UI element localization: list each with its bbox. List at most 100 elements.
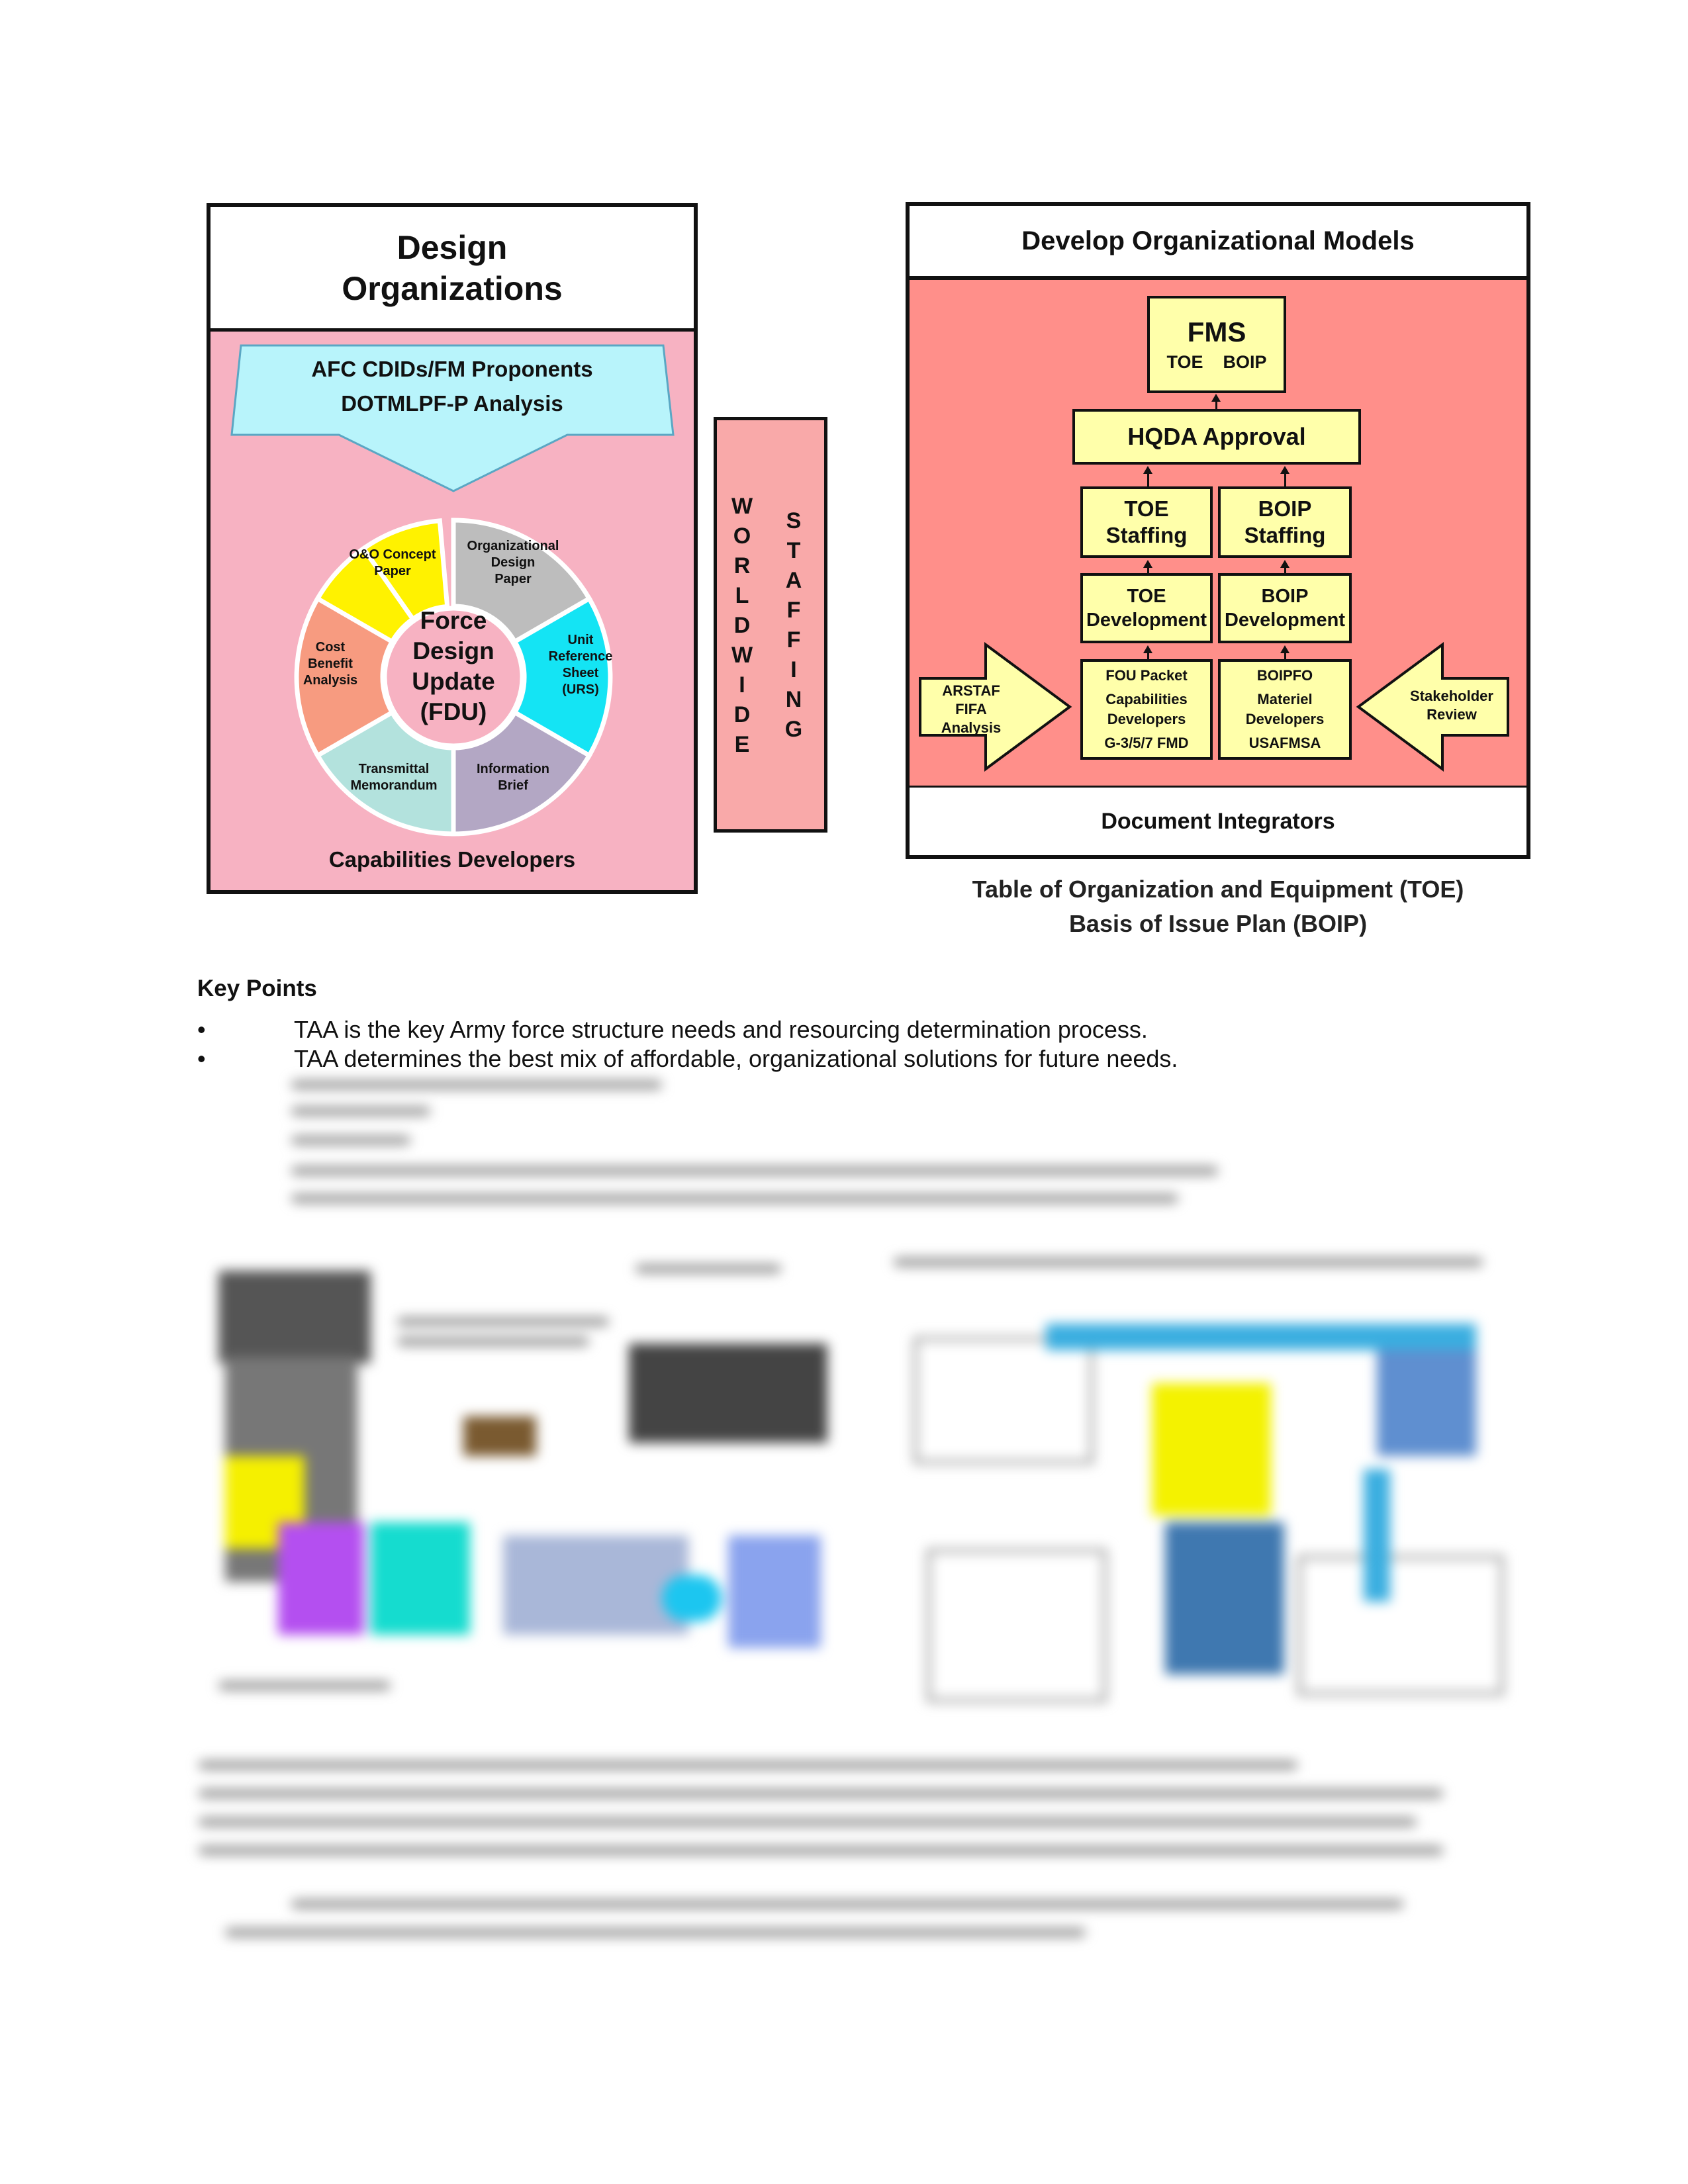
document-integrators-label: Document Integrators [1101,808,1335,834]
blurred-text-line [894,1257,1483,1267]
blurred-figure-block [1046,1324,1476,1350]
arrow-up-icon [1143,560,1152,568]
arrow-up-icon [1143,466,1152,474]
segment-urs-label-line: Unit [567,633,594,647]
segment-transmittal-label: Transmittal Memorandum [331,761,457,794]
connector [1147,651,1149,659]
blurred-text-line [291,1166,1218,1175]
blurred-text-line [397,1317,609,1326]
boipfo-line: Developers [1245,711,1325,727]
segment-urs-label-line: (URS) [562,682,599,697]
bullet-icon: • [197,1045,206,1072]
connector [1284,651,1286,659]
vertical-letter: N [785,687,802,712]
blurred-text-line [199,1760,1297,1770]
toe-development-line: TOE [1127,586,1166,607]
capabilities-developers-label: Capabilities Developers [328,847,576,872]
segment-info-label-line: Information [477,762,549,776]
afc-banner-line1: AFC CDIDs/FM Proponents [311,357,593,381]
segment-info-label-line: Brief [498,778,528,793]
blurred-text-line [291,1080,662,1089]
connector [1284,566,1286,574]
blurred-figure-block [463,1416,536,1456]
segment-transmittal-label-line: Memorandum [350,778,438,793]
key-point-text: TAA is the key Army force structure need… [294,1016,1148,1043]
bullet-icon: • [197,1016,206,1043]
segment-org-label-line: Organizational [467,539,559,553]
arstaf-label: ARSTAF FIFA Analysis [921,682,1021,737]
blurred-figure-block [662,1575,722,1621]
blurred-text-line [199,1846,1443,1855]
fdu-center-line4: (FDU) [420,698,487,725]
segment-oo-label-line: Paper [374,564,411,578]
arrow-up-icon [1211,394,1221,402]
stakeholder-label: Stakeholder Review [1395,687,1508,724]
blurred-text-line [225,1928,1086,1937]
boipfo-line: USAFMSA [1248,735,1321,751]
arstaf-arrow-icon [919,642,1072,772]
vertical-letter: G [784,717,803,742]
segment-cost-label: Cost Benefit Analysis [287,639,373,689]
hqda-approval-label: HQDA Approval [1127,423,1306,450]
arrow-up-icon [1280,466,1289,474]
segment-urs-label-line: Reference [548,649,613,664]
vertical-letter: S [786,508,802,533]
segment-cost-label-line: Analysis [303,673,358,688]
blurred-text-line [199,1789,1443,1798]
vertical-letter: F [786,598,801,623]
fou-packet-box: FOU Packet Capabilities Developers G-3/5… [1080,659,1213,760]
toe-development-box: TOE Development [1080,573,1213,643]
boip-development-box: BOIP Development [1218,573,1352,643]
vertical-letter: W [731,494,753,519]
boip-staffing-line: Staffing [1244,523,1326,547]
fms-box: FMS TOE BOIP [1147,296,1286,393]
connector [1147,473,1149,487]
boipfo-line: Materiel [1257,691,1313,707]
blurred-figure-block [278,1522,364,1635]
vertical-letter: I [739,672,745,698]
vertical-letter: I [790,657,797,682]
segment-transmittal-label-line: Transmittal [358,762,430,776]
fou-packet-line: Developers [1107,711,1186,727]
segment-urs-label-line: Sheet [562,666,599,680]
blurred-figure-block [1152,1383,1271,1516]
blurred-figure-block [1297,1555,1504,1696]
design-organizations-title-line2: Organizations [342,269,563,307]
vertical-letter: O [733,523,751,549]
stakeholder-line: Stakeholder [1410,688,1493,704]
boip-staffing-line: BOIP [1258,496,1312,521]
connector [1215,400,1217,409]
segment-info-label: Information Brief [460,761,566,794]
fms-subtitle: TOE BOIP [1166,352,1267,372]
blurred-figure-block [914,1337,1094,1464]
vertical-letter: D [733,613,751,638]
vertical-letter: W [731,643,753,668]
key-point-text: TAA determines the best mix of affordabl… [294,1045,1178,1072]
fdu-center-line2: Design [412,637,494,664]
vertical-letter: R [733,553,751,578]
segment-oo-label: O&O Concept Paper [336,547,449,580]
connector [1284,473,1286,487]
fdu-center-circle [382,606,525,749]
blurred-figure-block [1364,1469,1390,1602]
blurred-preview-region [0,1072,1688,1972]
segment-cost-label-line: Cost [315,640,346,655]
blurred-figure-block [728,1535,821,1648]
fdu-diagram [230,344,675,837]
vertical-letter: D [733,702,751,727]
develop-models-title: Develop Organizational Models [1021,226,1415,255]
design-organizations-title-line1: Design [397,228,508,266]
fou-packet-line: G-3/5/7 FMD [1104,735,1189,751]
blurred-text-line [635,1264,781,1273]
toe-staffing-line: Staffing [1105,523,1188,547]
toe-staffing-line: TOE [1124,496,1169,521]
fou-packet-line: FOU Packet [1105,667,1188,684]
fou-packet-line: Capabilities [1105,691,1188,707]
caption-line2: Basis of Issue Plan (BOIP) [1068,910,1368,937]
blurred-text-line [291,1194,1178,1203]
segment-org-label: Organizational Design Paper [457,538,569,588]
segment-org-label-line: Paper [494,572,532,586]
blurred-figure-block [503,1535,688,1635]
